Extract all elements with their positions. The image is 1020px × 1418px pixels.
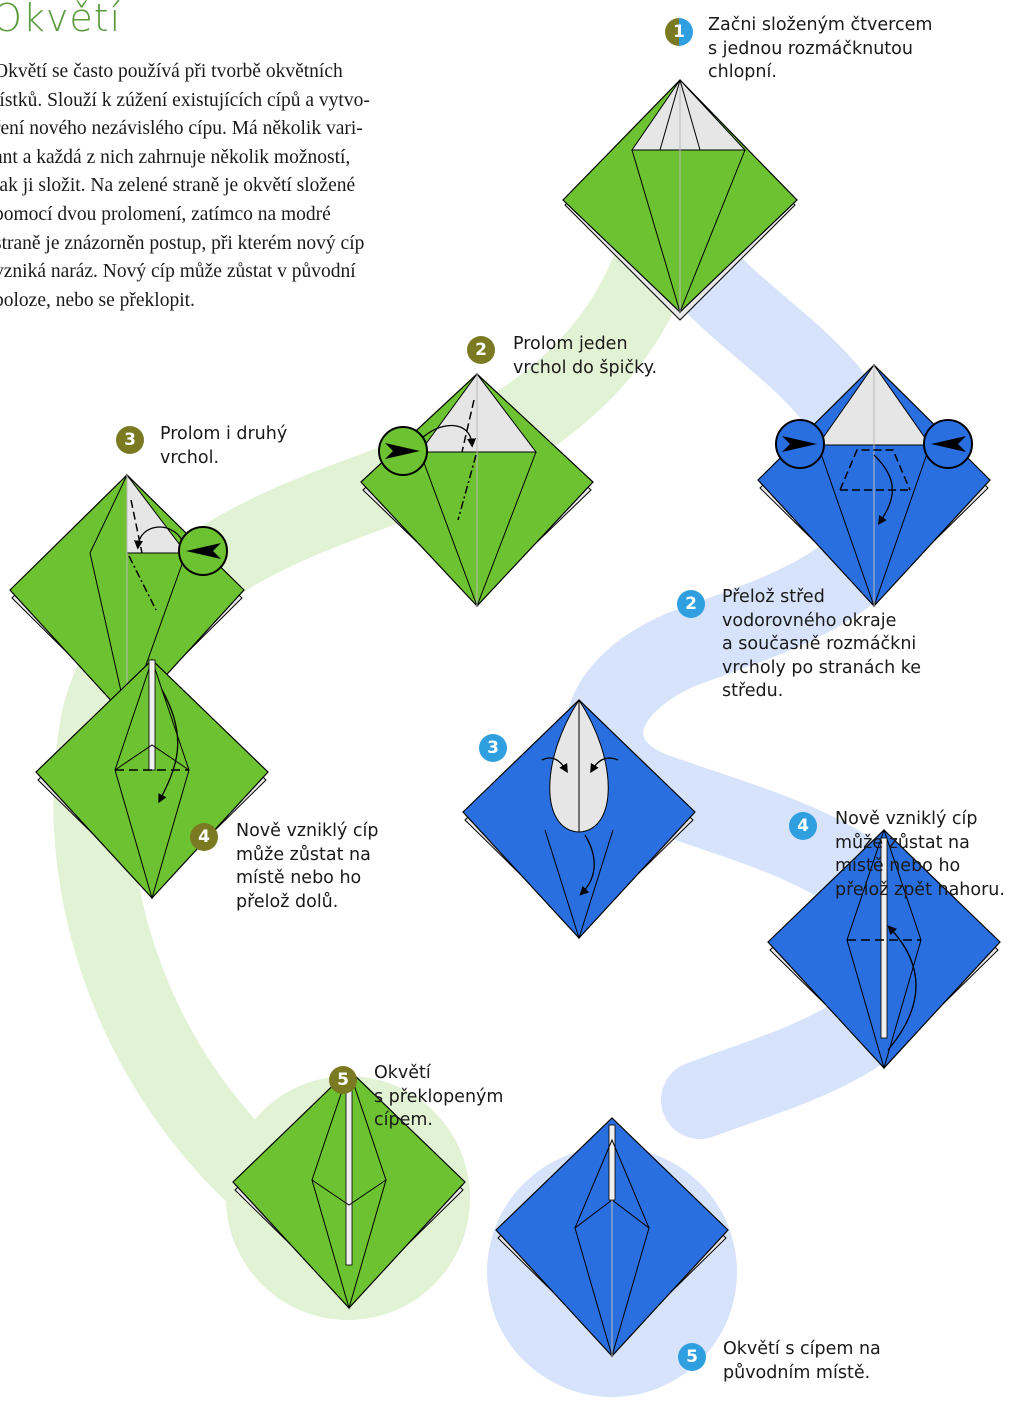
blue-step4-model xyxy=(767,828,1001,1070)
blue-step-5-badge: 5 xyxy=(678,1343,706,1371)
blue-step-2-badge: 2 xyxy=(677,590,705,618)
blue-step-4-badge: 4 xyxy=(789,812,817,840)
blue-step-3-badge: 3 xyxy=(479,734,507,762)
green-step-2-badge: 2 xyxy=(467,336,495,364)
green-step4-model xyxy=(35,658,269,900)
blue-step-4-text: Nově vzniklý cíp může zůstat na místě ne… xyxy=(835,809,1005,900)
base-model xyxy=(562,79,798,321)
green-step-5-text: Okvětí s překlopeným cípem. xyxy=(374,1063,504,1130)
green-step-2-text: Prolom jeden vrchol do špičky. xyxy=(513,334,658,378)
green-step2-model xyxy=(360,373,594,608)
green-step-4-text: Nově vzniklý cíp může zůstat na místě ne… xyxy=(236,821,379,912)
green-step3-model xyxy=(9,473,245,720)
green-step-5-badge: 5 xyxy=(329,1066,357,1094)
blue-step2-model xyxy=(757,364,991,608)
green-step-4-badge: 4 xyxy=(190,823,218,851)
step-1-text: Začni složeným čtvercem s jednou rozmáčk… xyxy=(708,15,933,82)
step-1-badge: 1 xyxy=(665,18,693,46)
green-final-model xyxy=(232,1068,466,1310)
blue-final-model xyxy=(495,1117,729,1358)
blue-step-5-text: Okvětí s cípem na původním místě. xyxy=(723,1339,881,1383)
blue-step3-model xyxy=(462,699,696,940)
intro-paragraph: Okvětí se často používá při tvorbě okvět… xyxy=(0,61,370,311)
green-step-3-text: Prolom i druhý vrchol. xyxy=(160,424,288,468)
green-step-3-badge: 3 xyxy=(116,426,144,454)
page-title: Okvětí xyxy=(0,0,122,40)
blue-step-2-text: Přelož střed vodorovného okraje a součas… xyxy=(722,587,922,701)
